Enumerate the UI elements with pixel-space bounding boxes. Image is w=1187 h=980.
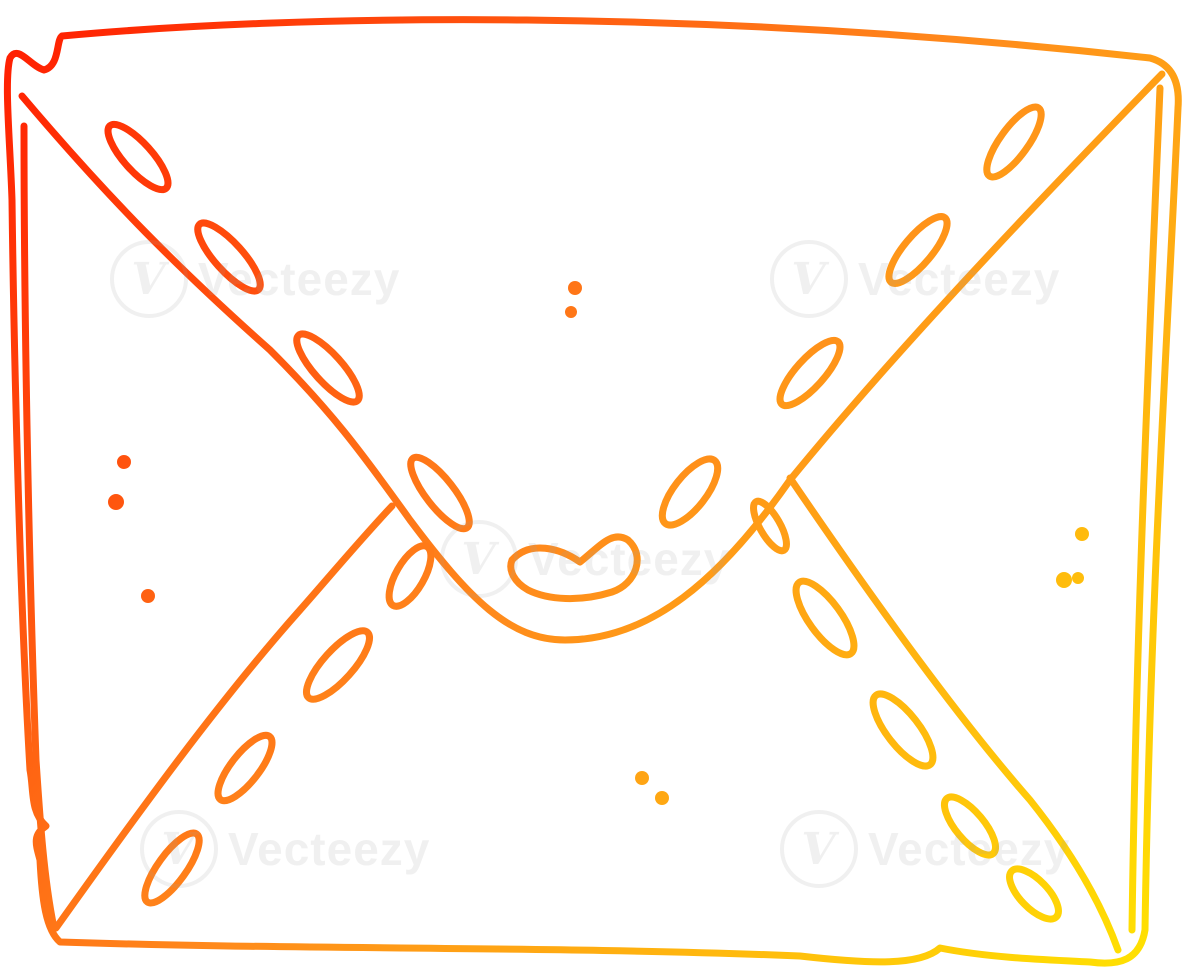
envelope-flap — [18, 70, 1166, 644]
envelope-left-fold — [52, 502, 396, 932]
envelope-right-fold — [786, 474, 1122, 954]
envelope-inner-edge — [20, 122, 58, 932]
envelope-seal — [507, 533, 641, 602]
envelope-stitches — [104, 103, 1062, 923]
envelope-inner-right-edge — [1128, 84, 1164, 934]
decorative-speckles — [108, 281, 1089, 805]
envelope-outline — [3, 16, 1182, 967]
